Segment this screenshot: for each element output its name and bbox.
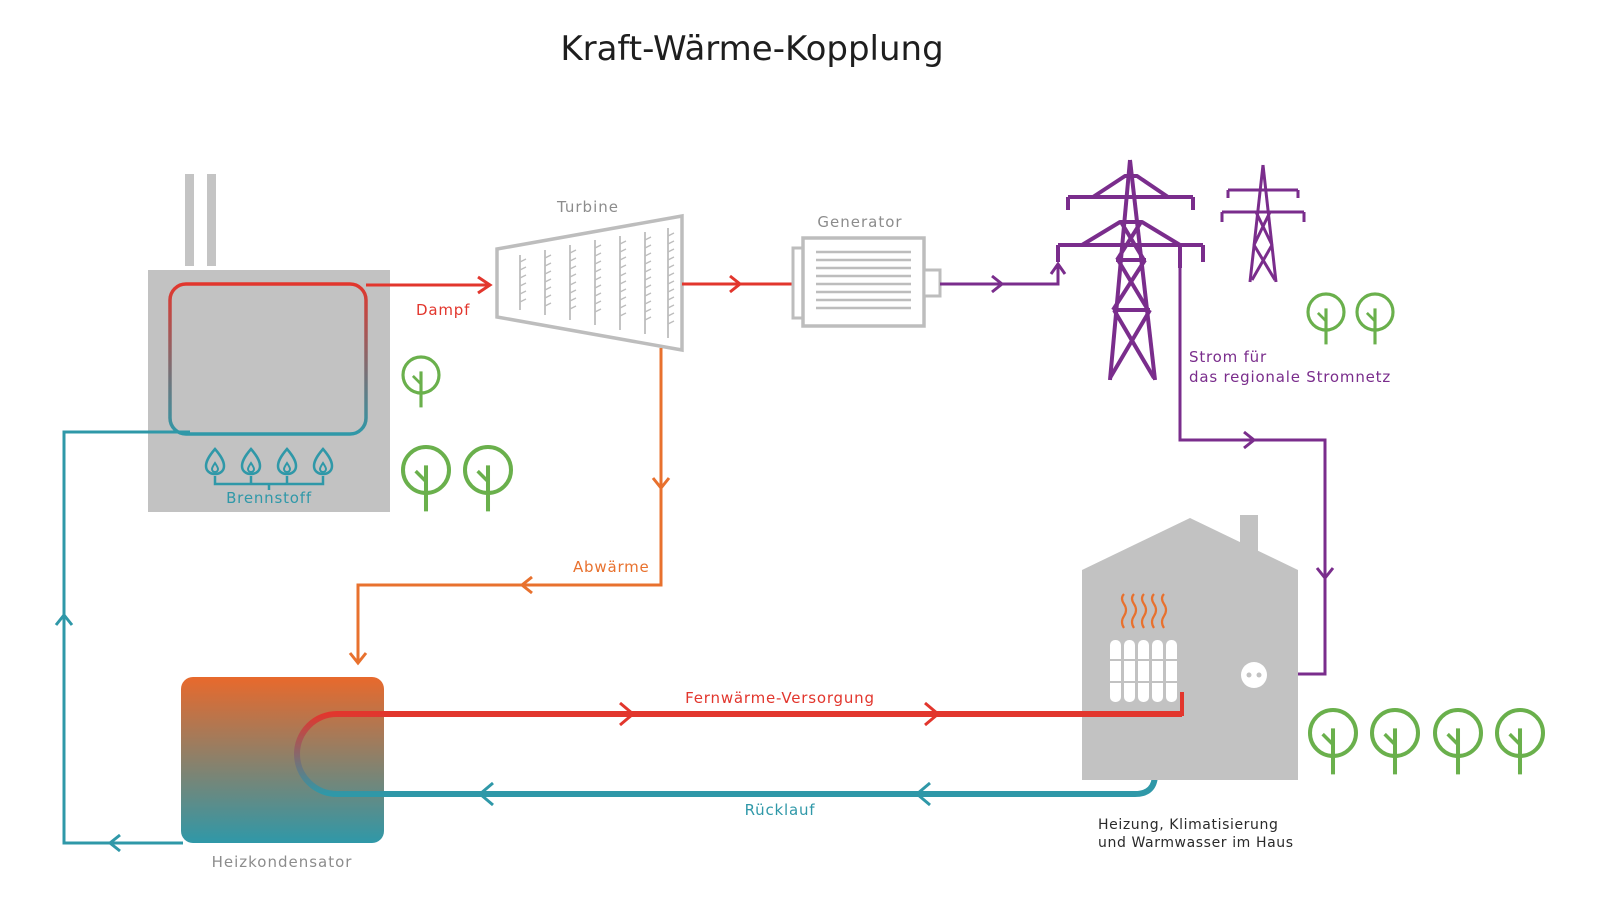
heizkondensator-label: Heizkondensator: [212, 853, 353, 871]
generator: [791, 236, 942, 328]
heat-condenser-tank: [181, 677, 384, 843]
brennstoff-label: Brennstoff: [226, 489, 312, 507]
abwaerme-label: Abwärme: [573, 558, 650, 576]
strom-label-line1: Strom für: [1189, 348, 1267, 366]
boiler-return-line: [54, 430, 190, 853]
dampf-label: Dampf: [416, 301, 470, 319]
diagram-title: Kraft-Wärme-Kopplung: [560, 29, 943, 69]
radiator-icon: [1110, 640, 1177, 702]
district-heat-return-line: [384, 647, 1199, 807]
strom-label-line2: das regionale Stromnetz: [1189, 368, 1391, 386]
haus-label-line1: Heizung, Klimatisierung: [1098, 817, 1278, 833]
shaft-line: [682, 274, 793, 294]
power-pylon-icon: [1220, 164, 1306, 283]
haus-label-line2: und Warmwasser im Haus: [1098, 835, 1294, 851]
ruecklauf-label: Rücklauf: [745, 801, 816, 819]
power-pylon-icon: [1056, 159, 1205, 381]
turbine-label: Turbine: [556, 198, 619, 216]
tree-icon: [403, 292, 1543, 774]
power-socket-icon: [1241, 662, 1267, 688]
turbine: [495, 213, 684, 353]
house-icon: [1082, 515, 1298, 780]
steam-line: [366, 275, 493, 295]
power-line: [940, 261, 1067, 294]
waste-heat-line: [348, 348, 671, 666]
boiler: Brennstoff: [148, 174, 390, 512]
generator-label: Generator: [817, 213, 902, 231]
heat-waves: [1120, 593, 1168, 629]
boiler-heat-exchanger: [168, 282, 368, 436]
fernwaerme-label: Fernwärme-Versorgung: [685, 689, 875, 707]
district-heat-supply-line: [384, 701, 1182, 727]
power-to-house-line: [1178, 268, 1335, 676]
